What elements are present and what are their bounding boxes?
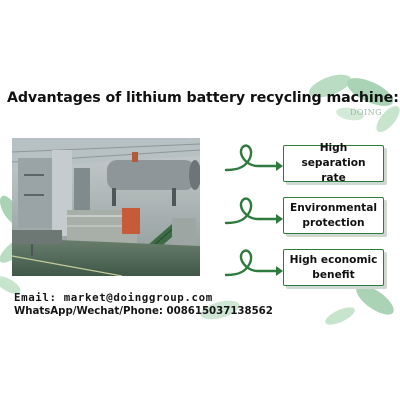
advantage-line: benefit (312, 268, 355, 281)
advantage-environmental-protection: Environmental protection (283, 197, 384, 234)
advantage-high-separation-rate: High separation rate (283, 142, 384, 184)
advantage-line: protection (302, 216, 365, 229)
factory-photo (12, 138, 200, 276)
curl-arrow-icon (224, 249, 283, 277)
contact-email: Email: market@doinggroup.com (14, 291, 213, 304)
advantage-high-economic-benefit: High economic benefit (283, 249, 384, 286)
advantage-line: High economic (289, 253, 378, 266)
contact-phone: WhatsApp/Wechat/Phone: 008615037138562 (14, 306, 273, 317)
curl-arrow-icon (224, 144, 283, 172)
curl-arrow-icon (224, 197, 283, 225)
page-title: Advantages of lithium battery recycling … (7, 90, 399, 106)
advantage-line: rate (321, 172, 346, 184)
advantage-line: High separation (301, 142, 366, 169)
brand-logo: DOING (350, 108, 383, 117)
advantage-line: Environmental (290, 201, 377, 214)
